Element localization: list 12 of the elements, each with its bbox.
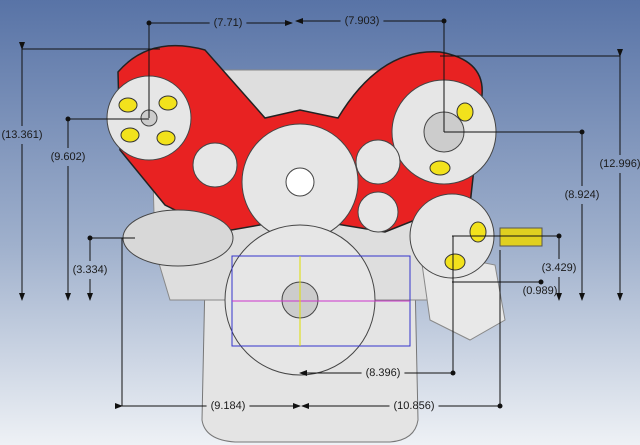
dimension-label: (7.71) [214,17,242,29]
dimension-label: (8.396) [366,367,400,379]
dimension-label: (7.903) [344,15,380,27]
dimension-label: (13.361) [2,129,42,141]
dimension-label: (9.184) [210,400,246,412]
dimension-label: (0.989) [522,285,558,297]
dimension-label: (9.602) [50,151,86,163]
dimension-label: (8.924) [564,189,600,201]
dimension-label: (12.996) [600,158,640,170]
dimension-label: (3.429) [542,262,576,274]
dimension-label: (3.334) [72,264,108,276]
dimension-label: (10.856) [394,400,434,412]
